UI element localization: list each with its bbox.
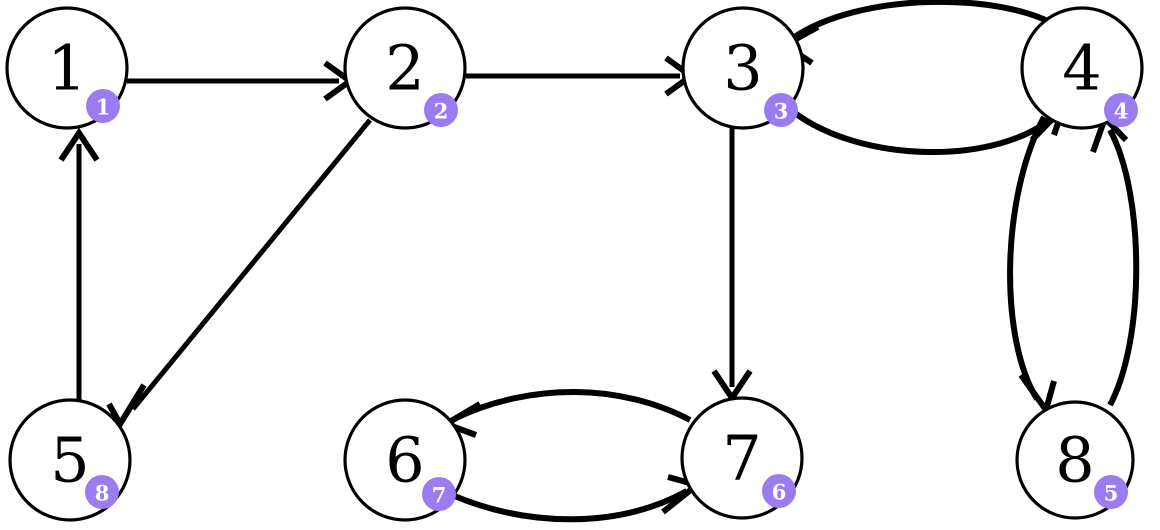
graph-node-8[interactable]: 8 5 (1015, 400, 1135, 520)
edge-4-to-3[interactable] (779, 0, 1059, 66)
node-label: 7 (722, 422, 761, 495)
edge-3-to-7[interactable] (711, 128, 753, 404)
edge-5-to-1[interactable] (58, 127, 100, 402)
node-badge-label: 8 (95, 481, 110, 506)
node-label: 4 (1062, 32, 1101, 105)
node-label: 3 (723, 32, 762, 105)
arrow-head-icon (106, 383, 147, 430)
edge-2-to-5[interactable] (106, 118, 372, 430)
node-badge-label: 1 (96, 95, 111, 120)
node-label: 8 (1055, 424, 1094, 497)
node-badge-circle (422, 477, 456, 511)
node-badge-label: 4 (1114, 99, 1129, 124)
graph-node-2[interactable]: 2 2 (343, 6, 467, 130)
edge-2-to-3[interactable] (466, 55, 697, 97)
edge-8-to-4[interactable] (1090, 112, 1140, 407)
node-badge-circle (424, 93, 458, 127)
edges-layer (58, 0, 1140, 523)
arrow-head-icon (1018, 373, 1057, 417)
graph-node-3[interactable]: 3 3 (681, 6, 805, 130)
nodes-layer: 1 1 2 2 3 3 4 4 (5, 6, 1144, 522)
edge-4-to-8[interactable] (1007, 115, 1057, 417)
graph-node-7[interactable]: 7 6 (680, 396, 804, 520)
edge-1-to-2[interactable] (127, 60, 356, 102)
edge-path (1007, 115, 1047, 401)
node-label: 2 (385, 32, 424, 105)
edge-path (791, 0, 1059, 41)
node-badge-circle (1104, 93, 1138, 127)
node-badge-circle (764, 93, 798, 127)
graph-node-6[interactable]: 6 7 (343, 398, 467, 522)
node-label: 6 (385, 424, 424, 497)
graph-node-5[interactable]: 5 8 (8, 398, 132, 522)
node-badge-circle (86, 89, 120, 123)
arrow-head-icon (58, 127, 100, 162)
node-label: 5 (50, 424, 89, 497)
node-badge-label: 3 (774, 99, 789, 124)
node-badge-label: 5 (1104, 481, 1119, 506)
node-badge-label: 6 (772, 480, 787, 505)
edge-path (1107, 128, 1140, 407)
edge-3-to-4[interactable] (789, 105, 1066, 155)
node-label: 1 (47, 32, 86, 105)
edge-path (789, 107, 1057, 155)
edge-7-to-6[interactable] (439, 389, 692, 438)
edge-path (454, 389, 692, 423)
node-badge-circle (1094, 475, 1128, 509)
graph-node-1[interactable]: 1 1 (5, 6, 129, 130)
edge-path (450, 488, 689, 523)
edge-6-to-7[interactable] (450, 474, 704, 523)
node-badge-label: 7 (432, 483, 447, 508)
node-badge-label: 2 (434, 99, 449, 124)
node-badge-circle (85, 475, 119, 509)
node-badge-circle (762, 474, 796, 508)
edge-path (131, 118, 372, 411)
graph-node-4[interactable]: 4 4 (1020, 6, 1144, 130)
